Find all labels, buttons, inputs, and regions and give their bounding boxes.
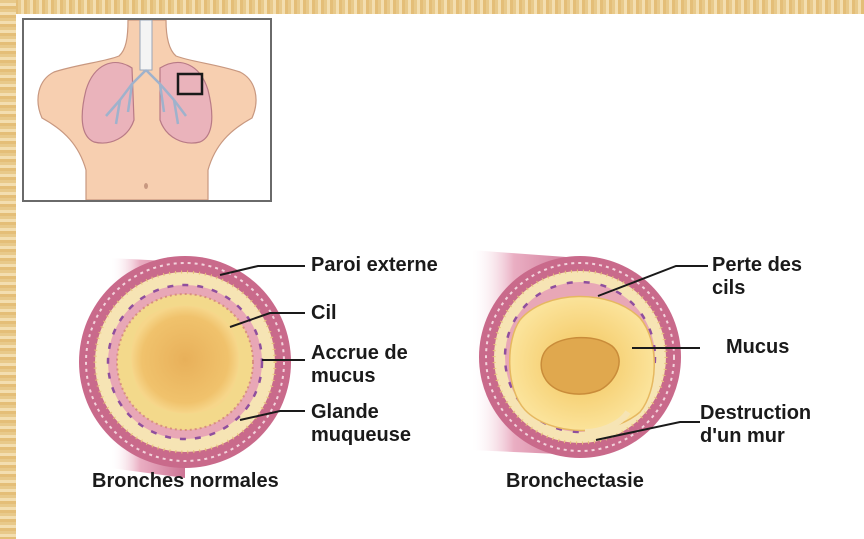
label-mucous-gland: Glande muqueuse [311, 401, 411, 447]
caption-bronchiectasis: Bronchectasie [506, 470, 644, 493]
label-mucus: Mucus [726, 336, 789, 359]
narrowed-lumen [541, 338, 619, 394]
label-cilia-loss: Perte des cils [712, 254, 802, 300]
normal-bronchus [79, 256, 291, 478]
normal-lumen [131, 306, 239, 414]
caption-normal-bronchi: Bronches normales [92, 470, 279, 493]
label-wall-destruction: Destruction d'un mur [700, 402, 811, 448]
bronchiectasis-bronchus [470, 250, 681, 458]
label-mucus-increase: Accrue de mucus [311, 342, 408, 388]
label-cilium: Cil [311, 302, 337, 325]
label-outer-wall: Paroi externe [311, 254, 438, 277]
